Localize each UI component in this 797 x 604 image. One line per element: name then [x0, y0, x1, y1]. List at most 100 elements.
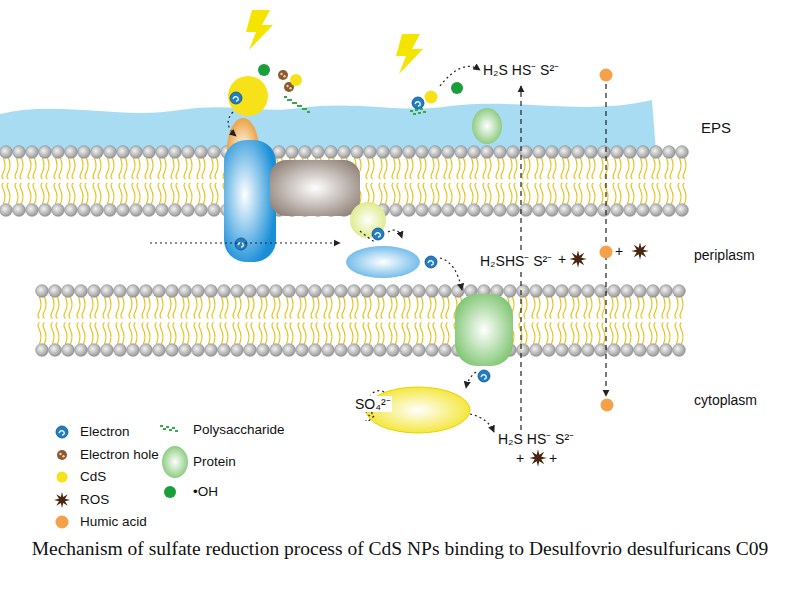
lipid-tail — [410, 183, 413, 204]
eps-protein — [472, 108, 502, 144]
lipid-head — [439, 344, 452, 357]
lipid-tail — [641, 297, 644, 319]
lipid-tail — [394, 297, 397, 319]
lipid-tail — [355, 323, 358, 345]
lipid-head — [517, 285, 530, 298]
lipid-tail — [389, 297, 392, 319]
chemical-label: + — [557, 251, 567, 267]
lipid-head — [130, 146, 143, 159]
lipid-tail — [576, 323, 579, 345]
lipid-tail — [82, 323, 85, 345]
lipid-head — [205, 285, 218, 298]
lipid-tail — [212, 323, 215, 345]
lipid-head — [91, 146, 104, 159]
lipid-head — [676, 146, 689, 159]
lipid-tail — [571, 297, 574, 319]
eps-layer — [0, 100, 656, 152]
lipid-tail — [532, 323, 535, 345]
lipid-head — [400, 285, 413, 298]
lipid-head — [348, 285, 361, 298]
lipid-head — [585, 146, 598, 159]
lipid-head — [195, 204, 208, 217]
lipid-tail — [470, 158, 473, 179]
lipid-head — [611, 146, 624, 159]
lipid-tail — [415, 297, 418, 319]
lipid-tail — [423, 158, 426, 179]
lipid-tail — [402, 323, 405, 345]
legend-text: Electron — [80, 424, 130, 440]
lipid-head — [296, 344, 309, 357]
lipid-head — [208, 146, 221, 159]
lipid-head — [101, 344, 114, 357]
chemical-label: + — [548, 450, 558, 466]
lipid-tail — [207, 323, 210, 345]
lipid-head — [75, 344, 88, 357]
lipid-tail — [683, 158, 686, 179]
lipid-head — [218, 344, 231, 357]
electron-dot — [235, 238, 247, 250]
lipid-tail — [597, 323, 600, 345]
lipid-tail — [43, 323, 46, 345]
lipid-tail — [602, 297, 605, 319]
lipid-tail — [631, 158, 634, 179]
lipid-tail — [67, 158, 70, 179]
lipid-tail — [285, 297, 288, 319]
lipid-tail — [264, 323, 267, 345]
lipid-tail — [132, 183, 135, 204]
lipid-tail — [561, 158, 564, 179]
lipid-tail — [524, 323, 527, 345]
lipid-tail — [134, 323, 137, 345]
lipid-tail — [522, 158, 525, 179]
lipid-tail — [246, 297, 249, 319]
lipid-head — [338, 146, 351, 159]
polysaccharide-bit — [166, 426, 169, 428]
lipid-tail — [168, 323, 171, 345]
lipid-head — [117, 146, 130, 159]
lipid-tail — [98, 158, 101, 179]
lipid-tail — [199, 297, 202, 319]
lipid-tail — [272, 297, 275, 319]
protein-symbol — [162, 446, 188, 478]
lipid-tail — [537, 323, 540, 345]
lipid-tail — [33, 183, 36, 204]
lipid-tail — [15, 183, 18, 204]
lipid-tail — [2, 183, 5, 204]
lipid-head — [530, 344, 543, 357]
lipid-head — [624, 146, 637, 159]
lipid-tail — [238, 323, 241, 345]
polysaccharide-bit — [175, 430, 178, 432]
lipid-tail — [111, 158, 114, 179]
polysaccharide-bit — [420, 108, 423, 110]
lipid-tail — [592, 158, 595, 179]
humic-acid — [56, 516, 69, 529]
lipid-tail — [264, 297, 267, 319]
lipid-tail — [483, 158, 486, 179]
lipid-tail — [142, 323, 145, 345]
lipid-head — [169, 204, 182, 217]
lipid-tail — [446, 297, 449, 319]
lipid-tail — [444, 158, 447, 179]
lipid-tail — [667, 323, 670, 345]
lipid-head — [127, 285, 140, 298]
chemical-label: + — [515, 450, 525, 466]
electron-transfer-arrow — [388, 230, 402, 238]
lipid-tail — [392, 183, 395, 204]
lipid-tail — [587, 183, 590, 204]
lipid-head — [244, 285, 257, 298]
lipid-tail — [433, 323, 436, 345]
lipid-head — [403, 204, 416, 217]
electron-swirl — [481, 375, 486, 379]
lipid-tail — [20, 158, 23, 179]
humic-import-arrow — [605, 84, 606, 396]
lipid-head — [455, 204, 468, 217]
lipid-tail — [441, 323, 444, 345]
lipid-tail — [589, 297, 592, 319]
legend-text: CdS — [80, 469, 106, 485]
lipid-head — [296, 285, 309, 298]
lipid-head — [140, 344, 153, 357]
lipid-tail — [176, 183, 179, 204]
polysaccharide-bit — [160, 425, 163, 427]
lipid-head — [416, 146, 429, 159]
lipid-head — [468, 204, 481, 217]
lipid-tail — [210, 158, 213, 179]
